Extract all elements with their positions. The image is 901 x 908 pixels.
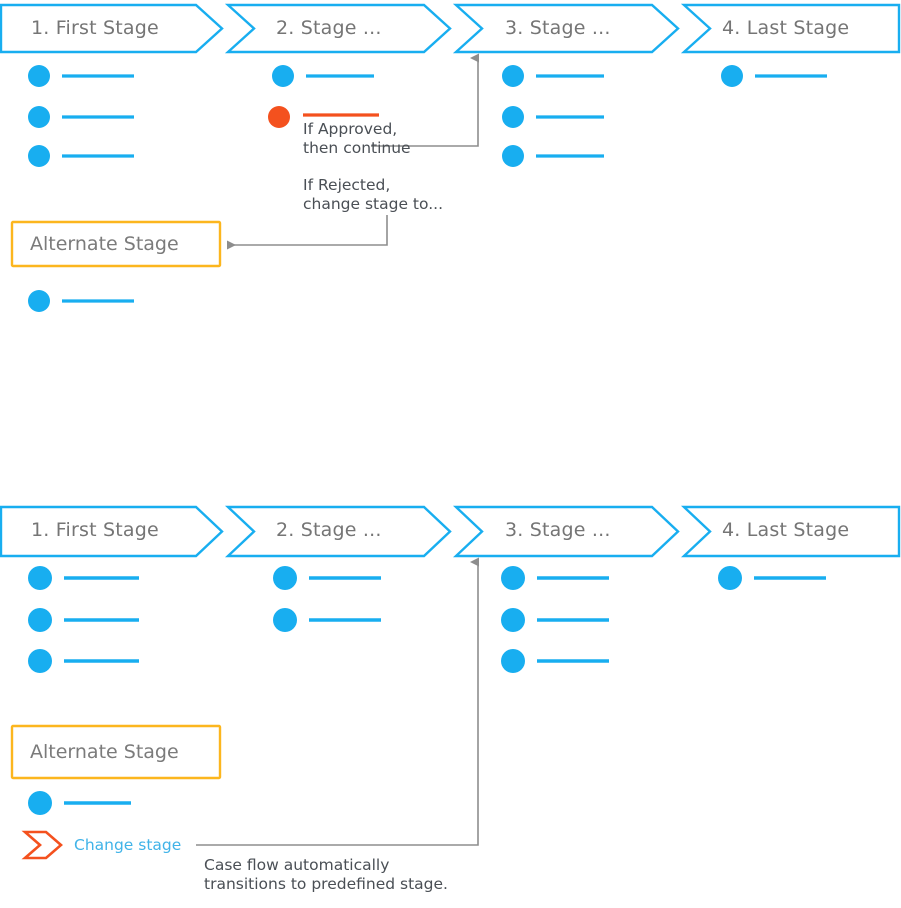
connector-rejected-to-alternate (227, 215, 388, 250)
stage2-4-steps (718, 566, 826, 590)
stage-label-1: 1. First Stage (31, 17, 159, 39)
stage2-1-steps (28, 566, 139, 673)
stage-chevron-1[interactable] (0, 3, 224, 54)
stage-1-steps (28, 65, 134, 167)
stage2-chevron-2[interactable] (224, 505, 452, 558)
change-stage-icon[interactable] (21, 830, 63, 860)
decision-step-marker (268, 106, 290, 128)
stage2-chevron-3[interactable] (452, 505, 680, 558)
connector-changestage-to-stage3 (196, 557, 479, 846)
stage-3-steps (502, 65, 604, 167)
change-stage-label[interactable]: Change stage (74, 836, 182, 854)
alternate-stage-box-top[interactable] (10, 220, 222, 268)
annotation-approved-line-2: then continue (303, 139, 411, 157)
stage-label-3: 3. Stage ... (505, 17, 611, 39)
stage2-chevron-4[interactable] (680, 505, 901, 558)
alternate-stage-label-top: Alternate Stage (30, 233, 179, 255)
stage2-label-2: 2. Stage ... (276, 519, 382, 541)
annotation-rejected-line-2: change stage to... (303, 195, 443, 213)
alternate-stage-steps-top (28, 290, 134, 312)
alternate-stage-box-bottom[interactable] (10, 724, 222, 780)
stage-chevron-4[interactable] (680, 3, 901, 54)
alternate-stage-label-bottom: Alternate Stage (30, 741, 179, 763)
alternate-stage-steps-bottom (28, 791, 131, 815)
annotation-rejected-line-1: If Rejected, (303, 176, 391, 194)
stage-2-steps (268, 65, 379, 128)
stage2-label-3: 3. Stage ... (505, 519, 611, 541)
stage2-chevron-1[interactable] (0, 505, 224, 558)
stage2-label-1: 1. First Stage (31, 519, 159, 541)
stage-chevron-2[interactable] (224, 3, 452, 54)
annotation-auto-line-2: transitions to predefined stage. (204, 875, 448, 893)
stage2-3-steps (501, 566, 609, 673)
connector-approved-to-stage3 (371, 53, 479, 147)
stage-label-2: 2. Stage ... (276, 17, 382, 39)
stage2-2-steps (273, 566, 381, 632)
stage2-label-4: 4. Last Stage (722, 519, 850, 541)
stage-4-steps (721, 65, 827, 87)
stage-label-4: 4. Last Stage (722, 17, 850, 39)
annotation-approved-line-1: If Approved, (303, 120, 398, 138)
stage-chevron-3[interactable] (452, 3, 680, 54)
annotation-auto-line-1: Case flow automatically (204, 856, 390, 874)
